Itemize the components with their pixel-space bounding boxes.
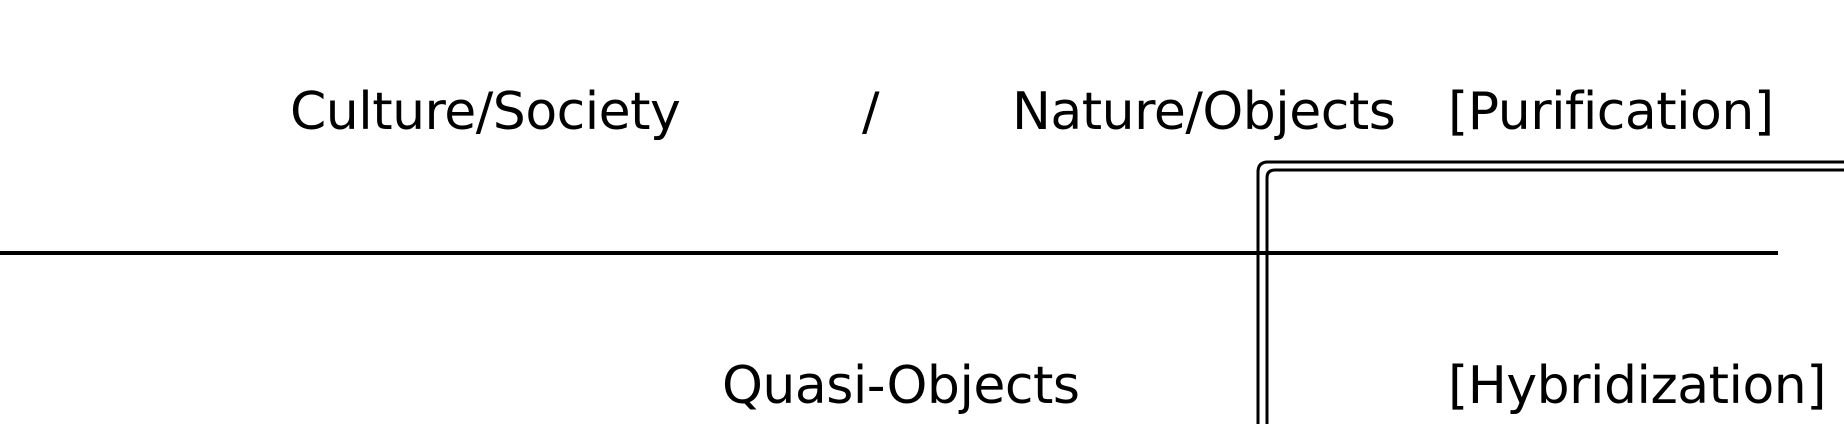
horizontal-divider: [0, 251, 1778, 255]
nature-objects-label: Nature/Objects: [1012, 82, 1396, 142]
frame-inner-line: [1265, 168, 1844, 424]
culture-society-label: Culture/Society: [290, 82, 681, 142]
separator-slash: /: [862, 82, 880, 142]
quasi-objects-label: Quasi-Objects: [722, 356, 1080, 416]
frame-outer-line: [1256, 160, 1844, 424]
purification-label: [Purification]: [1448, 82, 1774, 142]
hybridization-label: [Hybridization]: [1448, 356, 1827, 416]
